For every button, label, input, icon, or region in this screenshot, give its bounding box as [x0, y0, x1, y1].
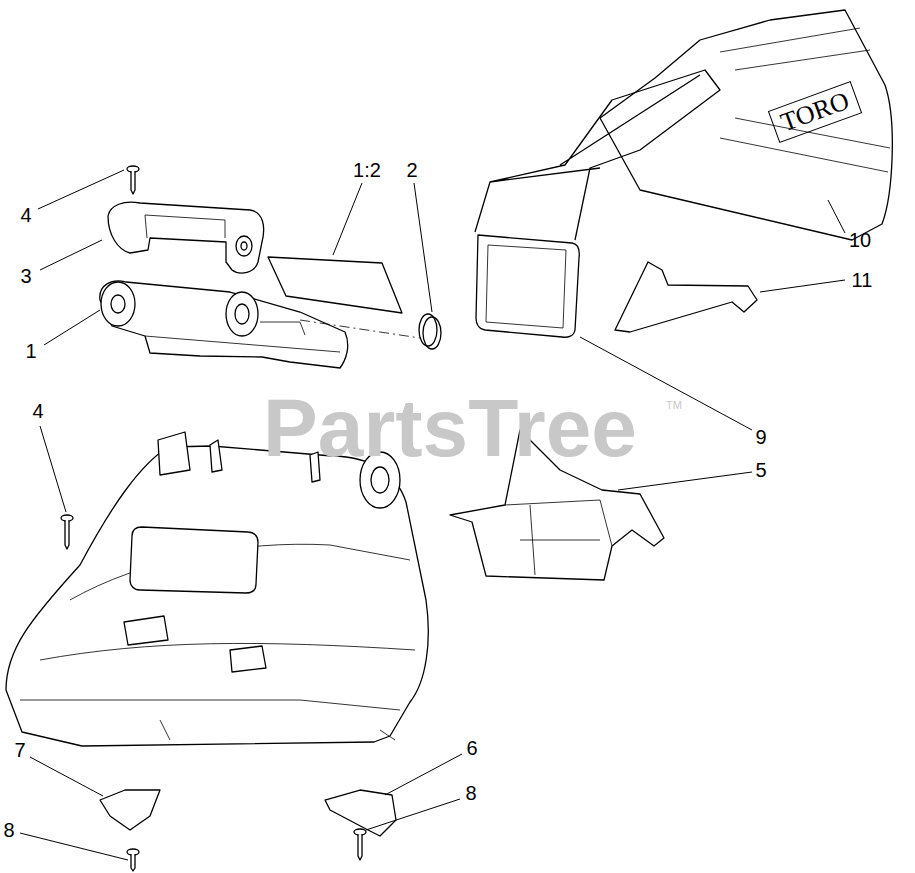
- callout-number: 11: [852, 270, 873, 290]
- callout-number: 7: [14, 740, 25, 760]
- screw: [61, 166, 366, 871]
- grass-bag: [600, 10, 892, 240]
- watermark: PartsTree: [263, 387, 637, 469]
- callout-number: 8: [465, 783, 476, 803]
- callout-number: 6: [466, 738, 477, 758]
- mower-housing: [6, 446, 428, 746]
- callout-number: 9: [755, 427, 766, 447]
- brand-logo: TORO: [768, 81, 863, 143]
- callout-number: 2: [406, 160, 417, 180]
- bag-chute: [615, 262, 757, 332]
- trademark: TM: [666, 400, 682, 411]
- callout-number: 1: [25, 341, 36, 361]
- callout-number: 1:2: [353, 160, 381, 180]
- callout-number: 4: [32, 401, 43, 421]
- bag-frame-front: [476, 235, 579, 337]
- bag-frame: [475, 70, 720, 240]
- callout-number: 5: [755, 460, 766, 480]
- callout-number: 8: [3, 820, 14, 840]
- rear-cover: [108, 202, 264, 273]
- callout-number: 4: [20, 205, 31, 225]
- callout-number: 10: [849, 230, 871, 250]
- decal: [268, 257, 402, 313]
- callout-number: 3: [20, 266, 31, 286]
- skid-right: [325, 790, 396, 836]
- leader-lines: [20, 170, 845, 860]
- skid-left: [100, 790, 160, 830]
